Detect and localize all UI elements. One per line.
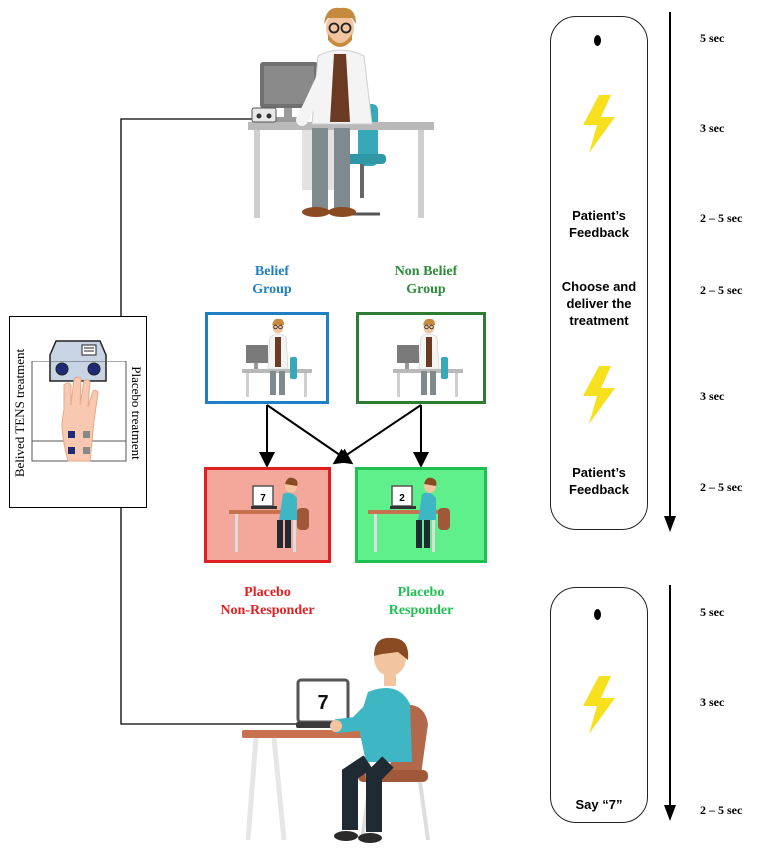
responder-label-line2: Responder — [388, 603, 454, 618]
top-feedback-1-line1: Patient’s — [572, 208, 626, 223]
top-choose-line2: deliver the — [566, 296, 632, 311]
top-time-1: 5 sec — [700, 31, 725, 45]
non-responder-label: Placebo Non-Responder — [204, 584, 331, 620]
timeline-bottom-arrow — [664, 585, 676, 821]
doctor-thumbnail-icon — [393, 318, 463, 397]
responder-box: 2 — [355, 467, 487, 563]
top-time-4: 2 – 5 sec — [700, 283, 743, 297]
top-time-6: 2 – 5 sec — [700, 480, 743, 494]
belief-label-line1: Belief — [254, 264, 290, 279]
patient-at-laptop-illustration: 7 — [242, 637, 430, 843]
top-feedback-2-line2: Feedback — [569, 482, 629, 497]
responder-screen-number: 2 — [399, 493, 405, 504]
bottom-time-2: 3 sec — [700, 695, 725, 709]
bottom-time-1: 5 sec — [700, 605, 725, 619]
tens-treatment-label: Belived TENS treatment — [12, 348, 27, 478]
doctor-at-desk-illustration — [248, 7, 434, 218]
device-panel: Belived TENS treatment Placebo treatment — [9, 316, 147, 508]
bottom-start-dot-icon — [594, 609, 601, 620]
non-belief-label-line1: Non Belief — [394, 264, 458, 279]
bottom-shock-icon — [583, 676, 615, 734]
top-time-2: 3 sec — [700, 121, 725, 135]
top-time-5: 3 sec — [700, 389, 725, 403]
top-feedback-2-line1: Patient’s — [572, 465, 626, 480]
bottom-say-seven-label: Say “7” — [575, 797, 623, 812]
responder-label: Placebo Responder — [355, 584, 487, 620]
hand-electrodes-icon — [31, 361, 127, 462]
top-feedback-2-label: Patient’s Feedback — [552, 464, 646, 498]
top-shock-1-icon — [583, 95, 615, 153]
belief-group-box — [205, 312, 329, 404]
patient-thumbnail-icon: 2 — [368, 477, 450, 552]
top-feedback-1-label: Patient’s Feedback — [552, 207, 646, 241]
non-belief-label-line2: Group — [406, 282, 446, 297]
timeline-top-capsule — [550, 16, 648, 530]
bottom-time-3: 2 – 5 sec — [700, 803, 743, 817]
belief-group-label: Belief Group — [222, 263, 322, 299]
non-belief-group-label: Non Belief Group — [366, 263, 486, 299]
top-choose-treatment-label: Choose and deliver the treatment — [552, 278, 646, 329]
top-time-3: 2 – 5 sec — [700, 211, 743, 225]
top-choose-line1: Choose and — [561, 279, 637, 294]
non-responder-box: 7 — [204, 467, 331, 563]
placebo-treatment-label: Placebo treatment — [129, 366, 144, 460]
timeline-top-arrow — [664, 12, 676, 532]
non-responder-screen-number: 7 — [260, 493, 266, 504]
patient-laptop-number: 7 — [317, 692, 328, 714]
responder-label-line1: Placebo — [397, 585, 445, 600]
belief-label-line2: Group — [252, 282, 292, 297]
top-feedback-1-line2: Feedback — [569, 225, 629, 240]
patient-thumbnail-icon: 7 — [229, 477, 309, 552]
non-responder-label-line1: Placebo — [244, 585, 291, 600]
non-belief-group-box — [356, 312, 486, 404]
non-responder-label-line2: Non-Responder — [220, 603, 315, 618]
doctor-thumbnail-icon — [242, 318, 312, 397]
top-choose-line3: treatment — [569, 313, 629, 328]
top-start-dot-icon — [594, 35, 601, 46]
top-shock-2-icon — [583, 366, 615, 424]
